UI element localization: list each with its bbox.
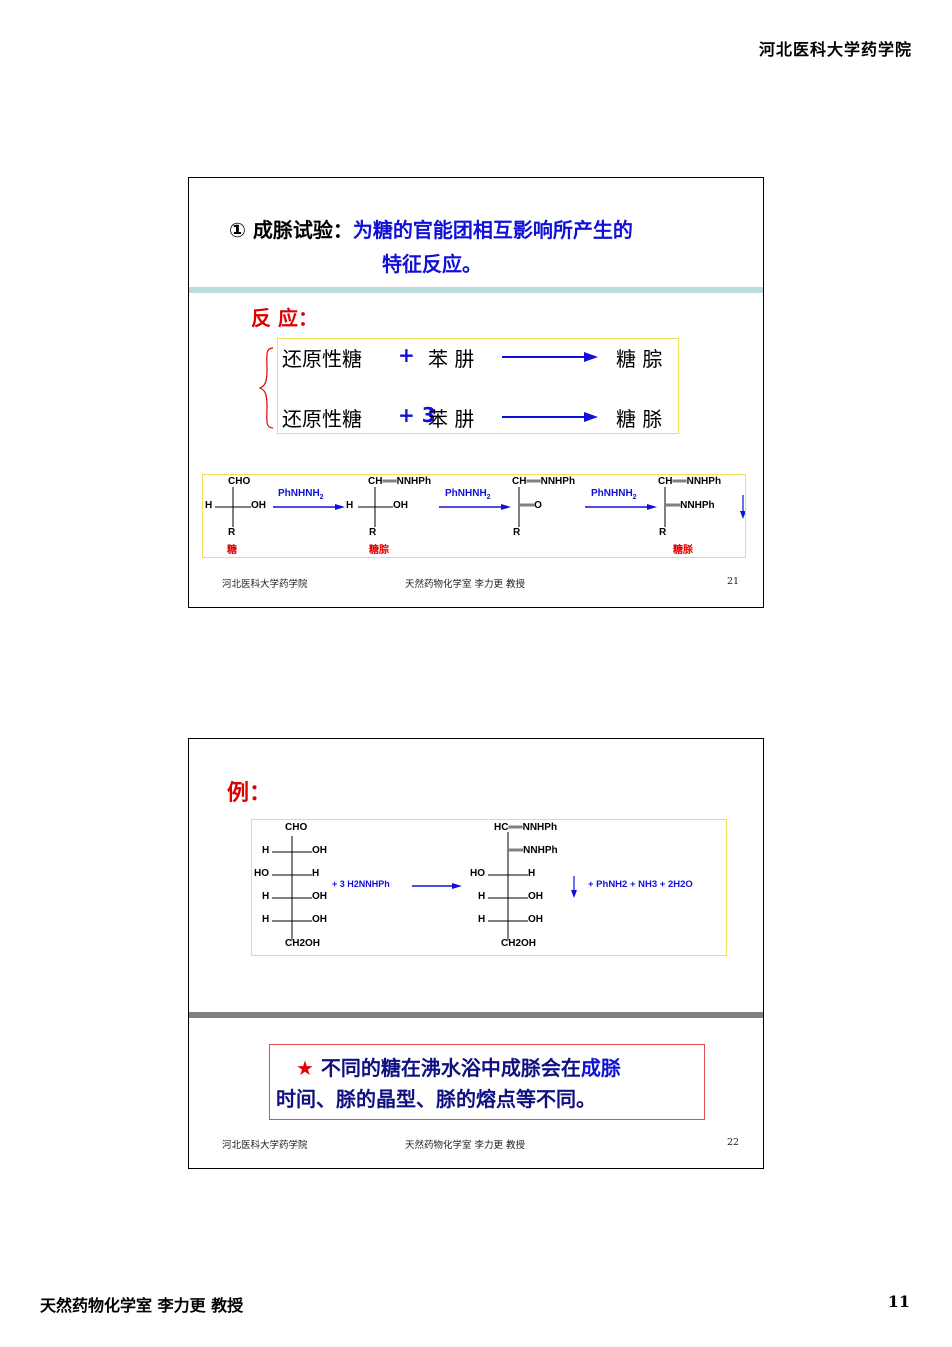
reaction-label: 反 应： (251, 306, 318, 330)
note-line1: ★ 不同的糖在沸水浴中成脎会在成脎 (296, 1056, 621, 1080)
sugar-r: R (228, 527, 236, 538)
page-footer-author: 天然药物化学室 李力更 教授 (40, 1296, 244, 1315)
glucose-c3-ho: HO (254, 868, 269, 879)
footer-center: 天然药物化学室 李力更 教授 (405, 1140, 526, 1151)
osazone-c1: HC══NNHPh (494, 822, 558, 833)
note-line2: 时间、脎的晶型、脎的熔点等不同。 (276, 1087, 596, 1111)
reagent-2: PhNHNH2 (445, 488, 491, 501)
row1-reactant: 还原性糖 (282, 347, 362, 371)
intermediate-o: ══O (520, 500, 542, 511)
hydrazone-ch: CH══NNHPh (368, 476, 432, 487)
row1-plus: + (398, 343, 415, 367)
arrow-icon (502, 412, 598, 422)
sugar-h: H (205, 500, 213, 511)
osazone-c4-h: H (478, 891, 486, 902)
glucose-c5-h: H (262, 914, 270, 925)
sugar-cho: CHO (228, 476, 251, 487)
row2-product: 糖 脎 (616, 407, 663, 431)
footer-page: 21 (727, 576, 740, 587)
osazone-ch: CH══NNHPh (658, 476, 722, 487)
row2-plus: + 3 (398, 403, 436, 427)
glucose-c4-oh: OH (312, 891, 327, 902)
scheme-lines (215, 487, 745, 527)
row2-reagent: 苯 肼 (428, 407, 475, 431)
intermediate-ch: CH══NNHPh (512, 476, 576, 487)
row1-reagent: 苯 肼 (428, 347, 475, 371)
page-number: 11 (887, 1292, 910, 1311)
osazone-nnhph: ══NNHPh (666, 500, 715, 511)
divider-band (189, 1012, 763, 1018)
hydrazone-r: R (369, 527, 377, 538)
intermediate-r: R (513, 527, 521, 538)
scheme-lines (272, 832, 577, 940)
page-header-school: 河北医科大学药学院 (758, 40, 912, 59)
title-line1: 为糖的官能团相互影响所产生的 (352, 218, 633, 242)
footer-center: 天然药物化学室 李力更 教授 (405, 579, 526, 590)
reagent-phenylhydrazine: + 3 H2NNHPh (332, 879, 390, 889)
slide-22: 例： CHO H OH HO H H OH H OH (188, 738, 764, 1169)
example-label: 例： (227, 781, 272, 806)
hydrazone-h: H (346, 500, 354, 511)
sugar-oh: OH (251, 500, 266, 511)
title-divider-band (189, 287, 763, 293)
glucose-c4-h: H (262, 891, 270, 902)
glucose-osazone-scheme: CHO H OH HO H H OH H OH CH2OH + 3 H2NNHP… (251, 819, 727, 956)
glucose-ch2oh: CH2OH (285, 938, 321, 949)
glucose-c2-h: H (262, 845, 270, 856)
slide-title: ① 成脎试验：为糖的官能团相互影响所产生的 (229, 214, 633, 243)
glucose-c3-h: H (312, 868, 320, 879)
star-icon: ★ (296, 1056, 314, 1080)
osazone-ch2oh: CH2OH (501, 938, 537, 949)
row2-reactant: 还原性糖 (282, 407, 362, 431)
osazone-c3-h: H (528, 868, 536, 879)
hydrazone-oh: OH (393, 500, 408, 511)
osazone-c5-oh: OH (528, 914, 543, 925)
osazone-c3-ho: HO (470, 868, 485, 879)
osazone-scheme: CHO H OH R 糖 PhNHNH2 CH══NNHPh H OH R 糖腙… (202, 474, 746, 558)
osazone-c5-h: H (478, 914, 486, 925)
osazone-r: R (659, 527, 667, 538)
footer-left: 河北医科大学药学院 (222, 1140, 308, 1151)
glucose-c2-oh: OH (312, 845, 327, 856)
reagent-1: PhNHNH2 (278, 488, 324, 501)
label-hydrazone: 糖腙 (369, 545, 389, 556)
byproducts: + PhNH2 + NH3 + 2H2O (588, 879, 693, 890)
osazone-c2: ══NNHPh (509, 845, 558, 856)
footer-page: 22 (727, 1137, 740, 1148)
reaction-box: 还原性糖 + 苯 肼 糖 腙 还原性糖 + 3 苯 肼 糖 脎 (277, 338, 679, 434)
title-prefix: ① 成脎试验： (229, 218, 353, 242)
osazone-c4-oh: OH (528, 891, 543, 902)
glucose-cho: CHO (285, 822, 308, 833)
glucose-c5-oh: OH (312, 914, 327, 925)
note-box: ★ 不同的糖在沸水浴中成脎会在成脎 时间、脎的晶型、脎的熔点等不同。 (269, 1044, 705, 1120)
title-line2: 特征反应。 (382, 252, 482, 276)
label-sugar: 糖 (227, 545, 237, 556)
reagent-3: PhNHNH2 (591, 488, 637, 501)
slide-21: ① 成脎试验：为糖的官能团相互影响所产生的 特征反应。 反 应： 还原性糖 + … (188, 177, 764, 608)
brace-icon (259, 347, 274, 429)
label-osazone: 糖脎 (673, 545, 693, 556)
row1-product: 糖 腙 (616, 347, 663, 371)
footer-left: 河北医科大学药学院 (222, 579, 308, 590)
arrow-icon (502, 352, 598, 362)
